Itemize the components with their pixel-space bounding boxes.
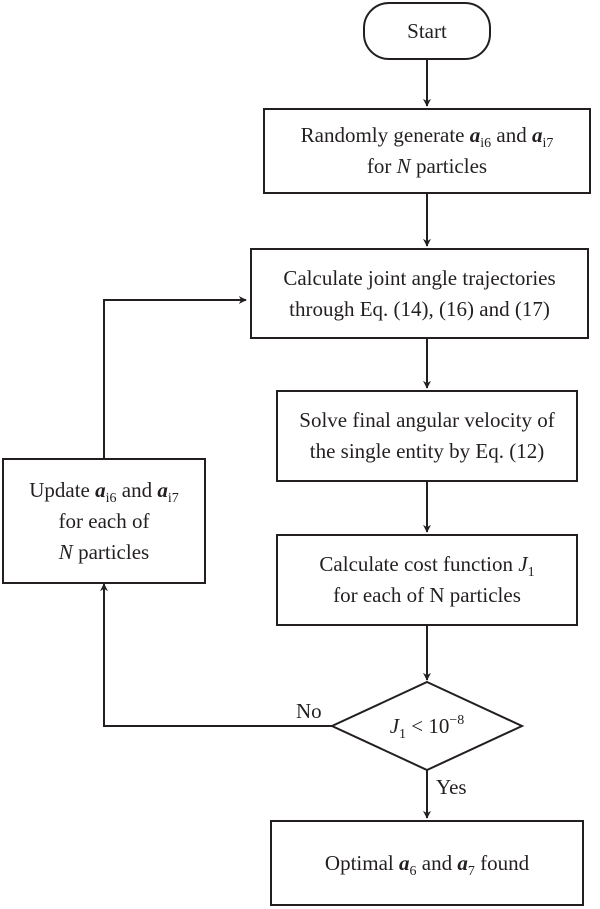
yes-branch-label: Yes [436,775,467,799]
calculate-trajectories-box: Calculate joint angle trajectories throu… [250,248,589,339]
cost-function-line2: for each of N particles [333,583,521,607]
generate-params-line1: Randomly generate ai6 and ai7 [300,123,554,151]
update-params-line2: for each of [58,508,150,533]
arrow-update-to-calc-traj [103,296,247,458]
solve-velocity-line2: the single entity by Eq. (12) [309,439,545,463]
solve-velocity-line1: Solve final angular velocity of [299,408,555,432]
convergence-decision: J1 < 10−8 [350,704,504,748]
calculate-trajectories-line1: Calculate joint angle trajectories [283,265,556,290]
decision-condition: J1 < 10−8 [389,712,465,742]
generate-params-line2: for N particles [366,154,488,178]
cost-function-box: Calculate cost function J1 for each of N… [276,534,578,626]
update-params-line3: N particles [58,539,150,564]
no-branch-label: No [296,699,322,723]
decision-diamond-shape [329,680,525,772]
optimal-result-text: Optimal a6 and a7 found [324,850,530,879]
update-params-line1: Update ai6 and ai7 [29,477,179,506]
generate-params-box: Randomly generate ai6 and ai7 for N part… [263,108,591,194]
calculate-trajectories-line2: through Eq. (14), (16) and (17) [289,296,550,321]
start-terminal: Start [363,2,491,60]
solve-velocity-box: Solve final angular velocity of the sing… [276,390,578,482]
cost-function-line1: Calculate cost function J1 [319,552,535,580]
arrow-no-to-update [100,583,333,727]
start-label: Start [407,18,447,43]
optimal-result-box: Optimal a6 and a7 found [270,820,584,906]
update-params-box: Update ai6 and ai7 for each of N particl… [2,458,206,584]
